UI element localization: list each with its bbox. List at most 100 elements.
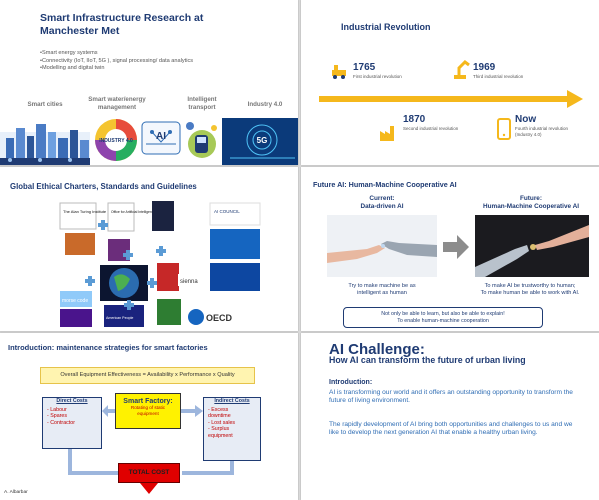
current-label: Current: xyxy=(369,195,395,202)
direct-costs-heading: Direct Costs xyxy=(56,398,88,404)
human-robot-hands-image xyxy=(475,215,589,277)
label-smart-cities: Smart cities xyxy=(27,101,63,108)
smartphone-icon xyxy=(497,118,511,140)
milestone-year: 1765 xyxy=(353,62,376,73)
list-item: equipment xyxy=(208,432,233,439)
list-item: - Excess xyxy=(208,406,229,413)
slide5-title: Introduction: maintenance strategies for… xyxy=(8,343,208,352)
direct-costs-box: Direct Costs - Labour - Spares - Contrac… xyxy=(42,397,102,449)
robot-arm-icon xyxy=(454,60,470,79)
turing-document xyxy=(59,202,97,230)
factory-icon xyxy=(380,126,394,141)
transport-icon xyxy=(186,122,217,158)
bullet-item: •Modelling and digital twin xyxy=(40,65,105,71)
steam-train-icon xyxy=(332,65,346,79)
current-caption-1: Try to make machine be as xyxy=(348,283,416,289)
logo-american: American People xyxy=(106,316,133,320)
label-industry-40: Industry 4.0 xyxy=(247,101,283,108)
slide-maintenance-strategies[interactable]: Introduction: maintenance strategies for… xyxy=(0,333,298,500)
introduction-heading: Introduction: xyxy=(329,379,373,386)
smart-factory-sub-1: Rotating of static xyxy=(130,405,166,410)
arrow-right-icon xyxy=(181,405,203,417)
note-line-1: Not only be able to learn, but also be a… xyxy=(381,311,505,317)
note-line-2: To enable human-machine cooperation xyxy=(397,318,489,324)
bullet-item: •Smart energy systems xyxy=(40,50,98,56)
office-ai-document xyxy=(107,202,135,232)
indirect-costs-heading: Indirect Costs xyxy=(214,398,250,404)
milestone-desc: Second industrial revolution xyxy=(403,126,459,131)
future-label: Future: xyxy=(519,195,542,202)
red-report-document xyxy=(157,263,179,291)
green-report-document xyxy=(157,299,181,325)
list-item: - Spares xyxy=(47,413,68,419)
charters-collage: The Alan Turing Institute Office for Art… xyxy=(59,201,261,327)
intro-paragraph-1: AI is transforming our world and it offe… xyxy=(329,389,573,405)
slide3-title: Global Ethical Charters, Standards and G… xyxy=(10,182,197,191)
bullet-item: •Connectivity (IoT, IIoT, 5G ), signal p… xyxy=(40,57,194,64)
slide-industrial-revolution[interactable]: Industrial Revolution 1765 First industr… xyxy=(301,0,599,165)
future-caption-1: To make AI be trustworthy to human; xyxy=(484,283,576,289)
list-item: - Labour xyxy=(47,406,67,413)
slide-ai-challenge[interactable]: AI Challenge: How AI can transform the f… xyxy=(301,333,599,500)
milestone-desc: First industrial revolution xyxy=(353,74,402,79)
logo-office: Office for Artificial Intelligence xyxy=(111,210,156,214)
slide6-subtitle: How AI can transform the future of urban… xyxy=(329,355,526,365)
total-cost-box: TOTAL COST xyxy=(118,463,180,483)
slide-smart-infrastructure[interactable]: Smart Infrastructure Research at Manches… xyxy=(0,0,298,165)
list-item: - Contractor xyxy=(47,419,75,426)
smart-city-illustration: INDUSTRY 4.0 AI 5G xyxy=(0,118,298,165)
slide4-title: Future AI: Human-Machine Cooperative AI xyxy=(313,180,457,189)
slide1-bullets: •Smart energy systems •Connectivity (IoT… xyxy=(40,50,250,73)
intro-paragraph-2: The rapidly development of AI bring both… xyxy=(329,421,573,437)
morse-document xyxy=(60,291,92,307)
arrow-right-icon xyxy=(443,235,469,259)
oecd-mark xyxy=(188,309,204,325)
dark-report-document xyxy=(152,201,174,231)
author-name: A. Albarbar xyxy=(4,490,28,495)
milestone-desc: Fourth industrial revolution (Industry 4… xyxy=(515,126,569,137)
plus-icons xyxy=(85,220,166,310)
arrow-down-icon xyxy=(140,483,158,494)
indirect-costs-box: Indirect Costs - Excess downtime - Lost … xyxy=(203,397,261,461)
network-5g-icon xyxy=(222,118,298,165)
logo-sienna: sienna xyxy=(180,279,198,285)
milestone-year: 1870 xyxy=(403,114,426,125)
timeline-bar xyxy=(319,96,569,102)
list-item: downtime xyxy=(208,413,231,419)
sienna-logo xyxy=(178,274,208,286)
logo-turing: The Alan Turing Institute xyxy=(63,209,107,214)
timeline-arrowhead-icon xyxy=(567,90,583,108)
current-name: Data-driven AI xyxy=(360,203,404,210)
future-name: Human-Machine Cooperative AI xyxy=(483,203,579,210)
oee-formula: Overall Equipment Effectiveness = Availa… xyxy=(40,367,255,384)
label-intelligent-transport: Intelligent transport xyxy=(187,96,217,111)
smart-factory-box: Smart Factory: Rotating of static equipm… xyxy=(115,393,181,429)
skyline-icon xyxy=(0,124,90,165)
network-5g-text: 5G xyxy=(257,136,268,145)
future-caption-2: To make human be able to work with AI. xyxy=(480,290,580,296)
blue-report-document xyxy=(210,229,260,259)
ai-brain-icon xyxy=(141,121,181,155)
direct-costs-list: - Labour - Spares - Contractor xyxy=(43,407,101,427)
logo-oecd: OECD xyxy=(206,313,233,323)
navy-report-document xyxy=(210,263,260,291)
slide-future-ai[interactable]: Future AI: Human-Machine Cooperative AI … xyxy=(301,167,599,331)
slide2-title: Industrial Revolution xyxy=(341,22,431,32)
slide-ethical-charters[interactable]: Global Ethical Charters, Standards and G… xyxy=(0,167,298,331)
violet-report-document xyxy=(60,309,92,327)
milestone-desc: Third industrial revolution xyxy=(473,74,524,79)
milestone-year: Now xyxy=(515,114,537,125)
industry-badge-icon xyxy=(95,119,137,161)
logo-ai-council: AI COUNCIL xyxy=(214,209,240,214)
ai-text: AI xyxy=(156,131,166,142)
cost-flow-arrows xyxy=(68,449,234,475)
american-people-document xyxy=(104,305,144,327)
indirect-costs-list: - Excess downtime - Lost sales - Surplus… xyxy=(204,407,260,440)
list-item: - Surplus xyxy=(208,426,230,432)
ai-council-document xyxy=(209,202,261,226)
cooperation-note: Not only be able to learn, but also be a… xyxy=(343,307,543,328)
milestone-year: 1969 xyxy=(473,62,496,73)
industry-badge-text: INDUSTRY 4.0 xyxy=(99,138,133,144)
current-caption-2: intelligent as human xyxy=(357,290,407,296)
smart-factory-title: Smart Factory: xyxy=(123,398,173,405)
